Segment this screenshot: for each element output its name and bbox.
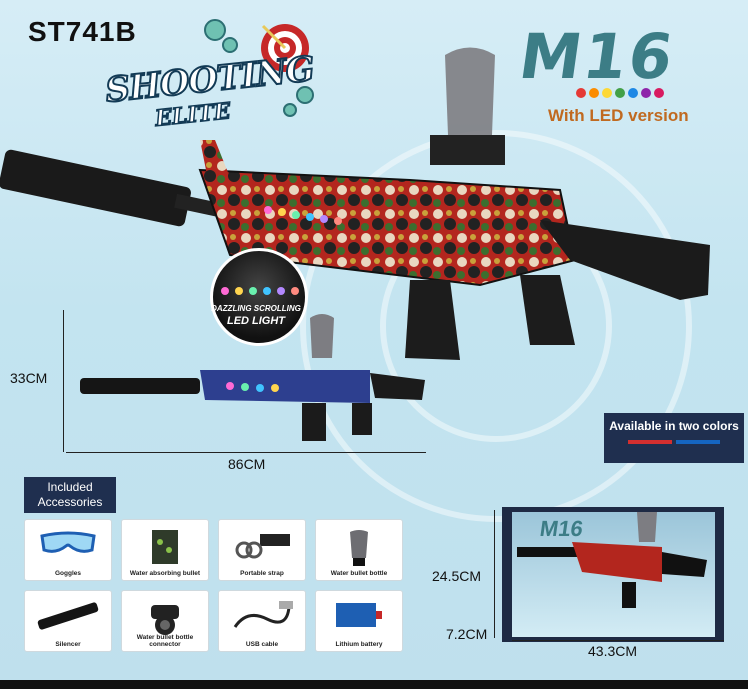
accessory-card: Lithium battery <box>315 590 403 652</box>
led-callout-line-2: LED LIGHT <box>226 315 286 327</box>
brand-logo: SHOOTING ELITE <box>85 19 335 150</box>
led-color-dot <box>576 88 586 98</box>
connector-icon <box>143 599 187 642</box>
led-color-dots <box>576 88 664 98</box>
package-gun-image <box>517 509 707 608</box>
battery-icon <box>332 599 386 642</box>
water-bullets-decoration <box>204 19 314 117</box>
led-callout-label: DAZZLING SCROLLING LED LIGHT <box>200 303 312 327</box>
led-color-dot <box>641 88 651 98</box>
silencer-icon <box>33 599 103 638</box>
accessory-label: Goggles <box>54 570 81 577</box>
package-box-front <box>512 509 715 637</box>
strap-icon <box>232 528 292 567</box>
accessories-title: Included Accessories <box>24 477 116 513</box>
accessory-label: Portable strap <box>240 570 284 577</box>
led-color-dot <box>615 88 625 98</box>
led-color-dot <box>628 88 638 98</box>
led-color-dot <box>654 88 664 98</box>
accessory-label: Silencer <box>55 641 81 648</box>
length-dimension-line <box>66 452 426 453</box>
target-icon <box>261 24 309 72</box>
led-color-dot <box>589 88 599 98</box>
package-width-line <box>512 640 724 641</box>
main-gun-illustration <box>0 47 710 360</box>
led-color-dot <box>602 88 612 98</box>
accessory-label: Water absorbing bullet <box>129 570 201 577</box>
bullet-pack-icon <box>150 528 180 571</box>
bottom-bar <box>0 680 748 689</box>
accessory-card: Goggles <box>24 519 112 581</box>
accessory-card: Water bullet bottle <box>315 519 403 581</box>
colors-available-box: Available in two colors <box>604 413 744 463</box>
background-ring-outer <box>300 130 692 522</box>
accessory-card: Water absorbing bullet <box>121 519 209 581</box>
package-height-label: 24.5CM <box>432 568 482 584</box>
accessory-card: Water bullet bottle connector <box>121 590 209 652</box>
usb-cable-icon <box>227 599 297 638</box>
package-depth-label: 7.2CM <box>446 626 488 642</box>
length-dimension-label: 86CM <box>228 456 266 472</box>
model-code: ST741B <box>28 16 137 47</box>
package-width-label: 43.3CM <box>588 643 638 659</box>
accessory-card: Silencer <box>24 590 112 652</box>
bottle-icon <box>344 528 374 573</box>
led-version-label: With LED version <box>548 106 689 125</box>
accessory-label: USB cable <box>245 641 279 648</box>
red-color-swatch <box>628 440 672 444</box>
accessory-label: Water bullet bottle connector <box>136 634 194 648</box>
small-gun-illustration <box>80 314 425 441</box>
package-product-name: M16 <box>538 516 585 541</box>
colors-available-text: Available in two colors <box>609 419 739 433</box>
accessory-label: Lithium battery <box>335 641 383 648</box>
accessory-card: Portable strap <box>218 519 306 581</box>
height-dimension-label: 33CM <box>10 370 48 386</box>
height-dimension-line <box>63 310 64 452</box>
accessory-label: Water bullet bottle <box>330 570 388 577</box>
led-callout-line-1: DAZZLING SCROLLING <box>211 304 301 313</box>
package-height-line <box>494 510 495 638</box>
blue-color-swatch <box>676 440 720 444</box>
led-light-callout <box>210 248 308 346</box>
goggles-icon <box>38 528 98 563</box>
accessory-card: USB cable <box>218 590 306 652</box>
led-light-strip <box>264 206 342 225</box>
